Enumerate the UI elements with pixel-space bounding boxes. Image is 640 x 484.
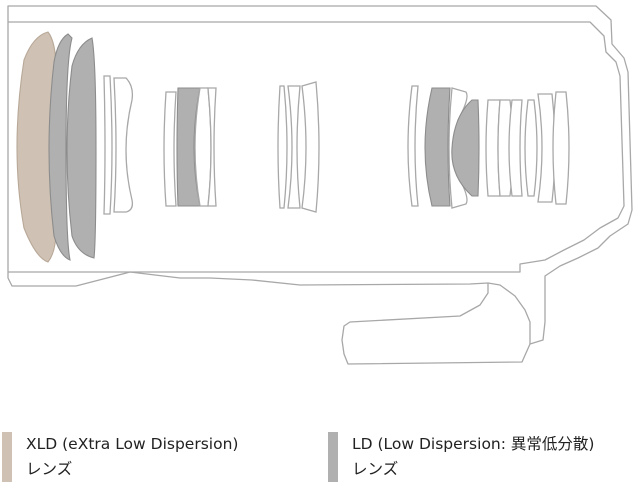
lens-element-ld-2	[66, 37, 97, 259]
xld-color-swatch	[2, 432, 12, 482]
lens-element-6f	[552, 91, 570, 205]
lens-element-ld-1	[48, 33, 73, 261]
lens-element-meniscus-1	[103, 75, 113, 215]
lens-element-6c	[508, 99, 523, 197]
lens-barrel-inner-line	[8, 21, 625, 273]
ld-legend-label: LD (Low Dispersion: 異常低分散)	[352, 435, 595, 453]
ld-legend-label-line2: レンズ	[352, 460, 399, 478]
ld-color-swatch	[328, 432, 338, 482]
lens-construction-diagram	[7, 5, 633, 365]
lens-mount-detail	[487, 282, 531, 344]
lens-element-meniscus-2	[113, 77, 134, 213]
lens-element-6d	[524, 99, 538, 197]
lens-element-3b	[194, 87, 212, 207]
xld-legend-label-line2: レンズ	[26, 460, 73, 478]
lens-element-3a	[163, 91, 177, 207]
lens-element-4b	[287, 85, 301, 209]
lens-element-ld-4	[424, 87, 451, 207]
legend-item-ld: LD (Low Dispersion: 異常低分散) レンズ	[328, 432, 640, 482]
lens-element-5a	[407, 85, 419, 207]
legend-item-xld: XLD (eXtra Low Dispersion) レンズ	[2, 432, 312, 482]
lens-element-3c	[207, 87, 217, 207]
lens-element-4a	[277, 85, 288, 209]
lens-element-4c	[301, 81, 320, 213]
lens-barrel-outline	[7, 5, 633, 365]
lens-element-ld-5	[451, 99, 480, 197]
xld-legend-label: XLD (eXtra Low Dispersion)	[26, 435, 239, 453]
